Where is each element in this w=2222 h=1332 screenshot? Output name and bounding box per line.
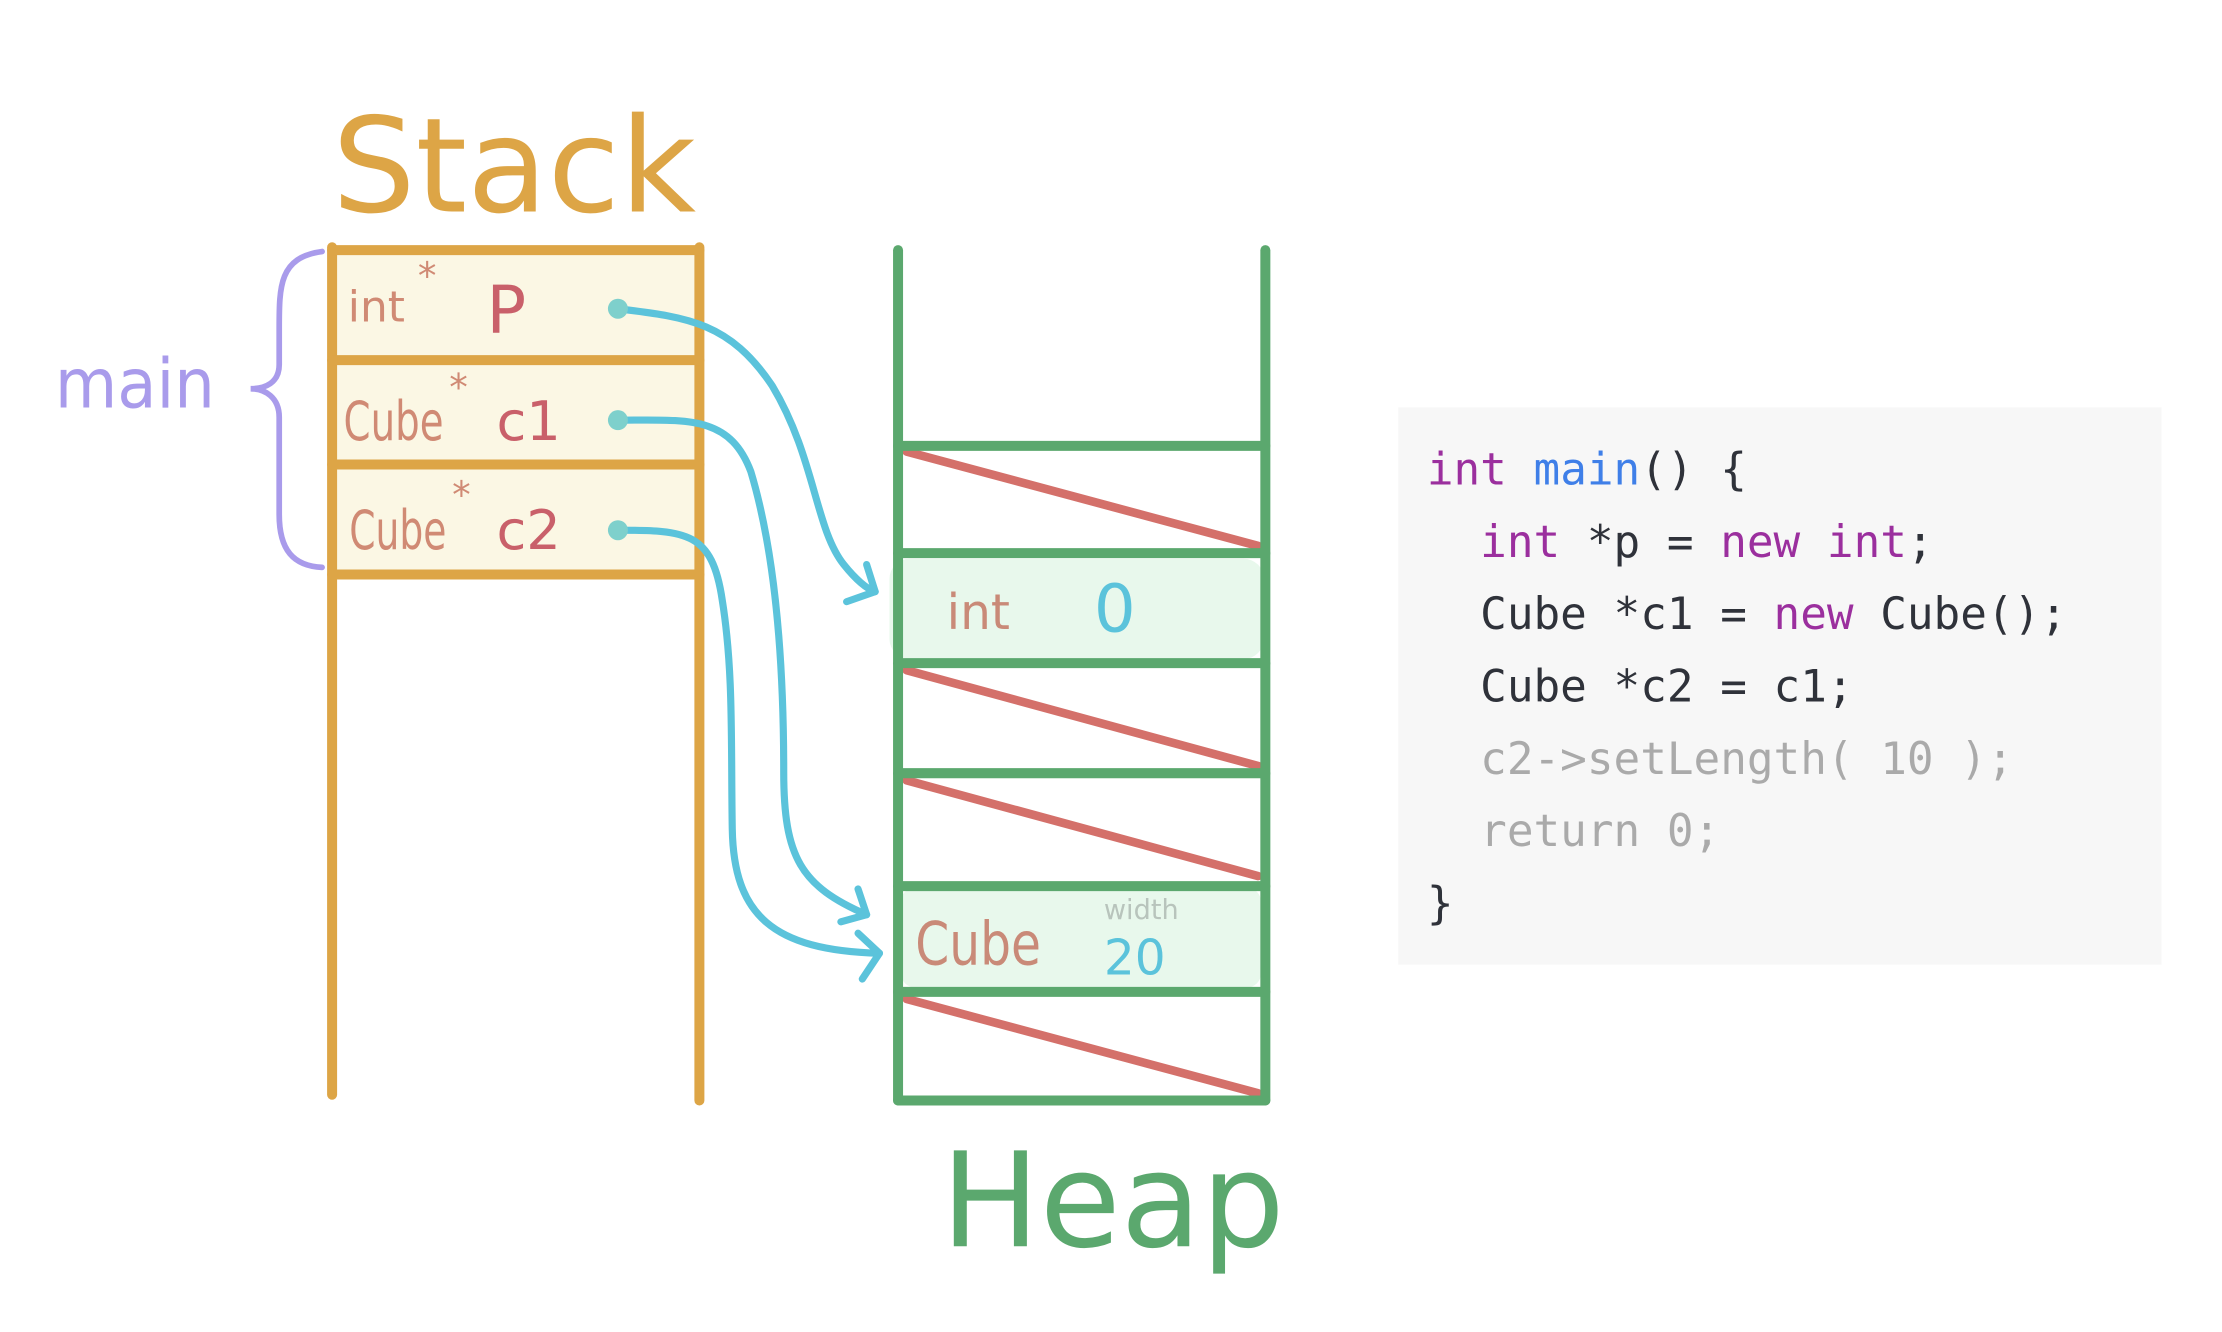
stack-column	[327, 242, 705, 1106]
code-line: return 0;	[1427, 806, 1720, 857]
stack-slot-c2: Cube * c2	[349, 473, 561, 561]
slot-name: P	[486, 272, 526, 349]
code-line: c2->setLength( 10 );	[1427, 734, 2014, 785]
freed-memory-marks	[902, 447, 1263, 1098]
code-token: }	[1427, 878, 1454, 929]
slot-type: Cube	[344, 390, 444, 453]
code-token	[1507, 444, 1534, 495]
code-token: int	[1827, 517, 1907, 568]
arrowhead-p-icon	[843, 560, 879, 606]
heap-field-name: width	[1104, 895, 1179, 926]
heap-slot-cube: Cube width 20	[915, 895, 1178, 987]
heap-column	[893, 245, 1271, 1106]
slot-type: int	[348, 283, 405, 333]
stack-title: Stack	[332, 91, 696, 244]
arrowhead-c1-icon	[837, 885, 871, 926]
heap-slot-value: 0	[1094, 571, 1136, 648]
code-token: new	[1774, 589, 1854, 640]
arrowhead-c2-icon	[854, 929, 884, 983]
frame-brace-icon	[250, 248, 325, 571]
pointer-star: *	[452, 473, 471, 516]
slot-name: c1	[496, 390, 560, 453]
pointer-dot-icon	[607, 410, 628, 431]
code-line: int *p = new int;	[1427, 517, 1934, 568]
stack-slot-c1: Cube * c1	[344, 366, 561, 453]
code-line: Cube *c1 = new Cube();	[1427, 589, 2067, 640]
code-token: () {	[1640, 444, 1747, 495]
code-token	[1427, 517, 1480, 568]
code-token: int	[1480, 517, 1560, 568]
code-token: Cube();	[1854, 589, 2067, 640]
code-line: }	[1427, 878, 1454, 929]
heap-field-value: 20	[1104, 931, 1166, 987]
pointer-arrow-p	[614, 305, 879, 596]
stack-frame-fill	[332, 250, 700, 575]
pointer-star: *	[418, 255, 437, 298]
pointer-arrow-c2	[614, 526, 884, 957]
code-token: Cube *c2 = c1;	[1427, 661, 1854, 712]
heap-title: Heap	[941, 1125, 1285, 1278]
code-token: ;	[1907, 517, 1934, 568]
slot-name: c2	[496, 499, 560, 562]
pointer-star: *	[449, 366, 468, 409]
code-token: Cube *c1 =	[1427, 589, 1774, 640]
heap-slot-int: int 0	[947, 571, 1136, 648]
code-line: Cube *c2 = c1;	[1427, 661, 1854, 712]
code-token	[1800, 517, 1827, 568]
pointer-dot-icon	[607, 520, 628, 541]
stack-slot-p: int * P	[348, 255, 526, 349]
code-token: new	[1720, 517, 1800, 568]
heap-cube-fill	[900, 887, 1262, 988]
pointer-dot-icon	[607, 298, 628, 319]
heap-int-fill	[889, 558, 1264, 659]
heap-slot-type: Cube	[915, 910, 1041, 980]
code-block: int main() { int *p = new int; Cube *c1 …	[1427, 444, 2067, 929]
code-token: *p =	[1560, 517, 1720, 568]
code-panel	[1398, 407, 2162, 965]
pointer-arrow-c1	[614, 416, 871, 919]
slot-type: Cube	[349, 499, 446, 562]
code-token: c2->setLength( 10 );	[1427, 734, 2014, 785]
code-token: return 0;	[1427, 806, 1720, 857]
heap-slot-type: int	[947, 585, 1010, 641]
code-line: int main() {	[1427, 444, 1747, 495]
code-token: main	[1534, 444, 1641, 495]
frame-label: main	[55, 344, 215, 424]
code-token: int	[1427, 444, 1507, 495]
